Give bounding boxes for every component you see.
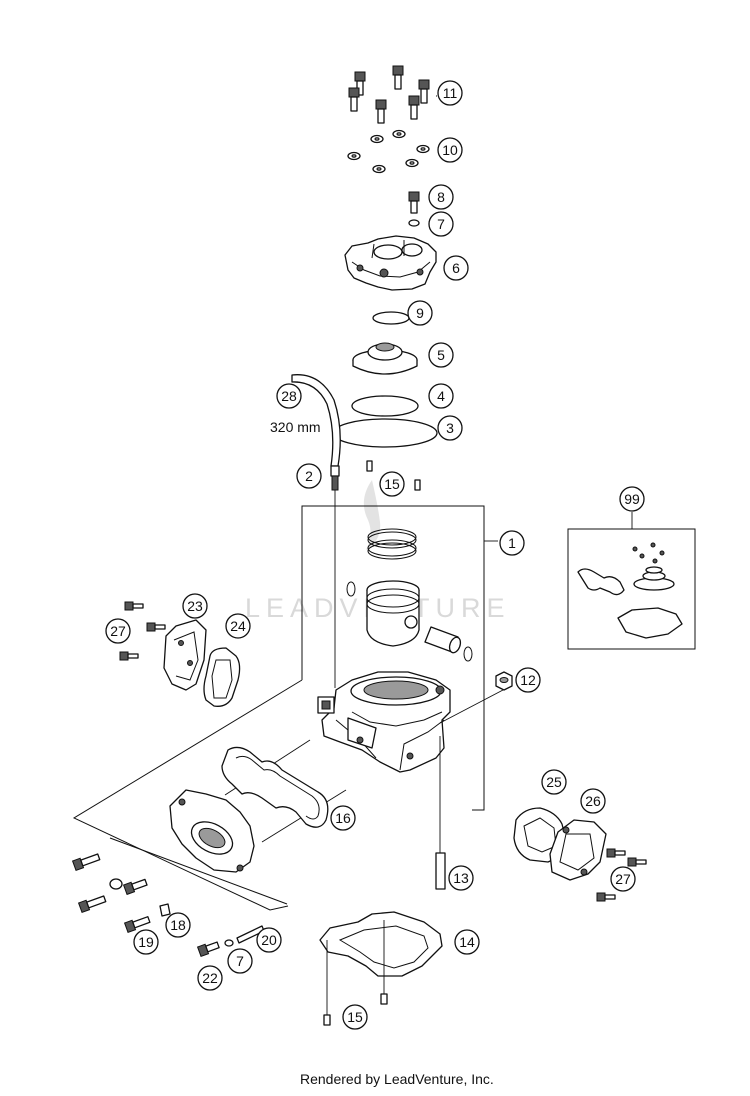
svg-text:18: 18 (170, 917, 186, 933)
cover-screws (119, 601, 166, 661)
gasket-kit-box (567, 512, 696, 650)
side-screws (596, 848, 647, 902)
clip (159, 903, 171, 917)
callout-11: 11 (437, 80, 463, 106)
callout-7b: 7 (227, 948, 253, 974)
svg-text:22: 22 (202, 970, 218, 986)
callout-22: 22 (197, 965, 223, 991)
callout-9: 9 (407, 300, 433, 326)
callout-99: 99 (619, 486, 645, 512)
bolts (71, 853, 220, 958)
o-ring-small (351, 395, 419, 417)
circlip (463, 646, 473, 662)
callout-14: 14 (454, 929, 480, 955)
callout-15b: 15 (342, 1004, 368, 1030)
svg-text:99: 99 (624, 491, 640, 507)
callout-6: 6 (443, 255, 469, 281)
svg-text:3: 3 (446, 420, 454, 436)
svg-text:24: 24 (230, 618, 246, 634)
svg-text:16: 16 (335, 810, 351, 826)
callout-25: 25 (541, 769, 567, 795)
piston-group-bracket (301, 505, 498, 811)
reed-gasket (221, 746, 329, 828)
hose-length-label: 320 mm (270, 419, 321, 435)
svg-text:11: 11 (443, 85, 458, 101)
dowel-pin (366, 460, 373, 472)
callout-28: 28 (276, 383, 302, 409)
svg-text:2: 2 (305, 468, 313, 484)
callout-5: 5 (428, 342, 454, 368)
stud-bolt (435, 689, 504, 890)
svg-text:10: 10 (442, 142, 458, 158)
callout-7: 7 (428, 211, 454, 237)
callout-20: 20 (256, 927, 282, 953)
callout-16: 16 (330, 805, 356, 831)
dowel-pin (414, 479, 421, 491)
callout-4: 4 (428, 383, 454, 409)
svg-text:20: 20 (261, 932, 277, 948)
cover-gasket (203, 647, 241, 707)
cylinder (317, 671, 451, 773)
svg-text:9: 9 (416, 305, 424, 321)
svg-text:13: 13 (453, 870, 469, 886)
footer-credit: Rendered by LeadVenture, Inc. (300, 1071, 494, 1087)
exhaust-cover (163, 619, 207, 691)
callout-19: 19 (133, 929, 159, 955)
svg-text:23: 23 (187, 598, 203, 614)
side-cover (549, 819, 607, 881)
callout-27: 27 (105, 618, 131, 644)
svg-text:1: 1 (508, 535, 516, 551)
svg-text:8: 8 (437, 189, 445, 205)
piston (366, 580, 420, 647)
callout-26: 26 (580, 788, 606, 814)
svg-text:15: 15 (384, 476, 400, 492)
callout-13: 13 (448, 865, 474, 891)
svg-text:27: 27 (110, 623, 126, 639)
combustion-chamber-insert (352, 342, 418, 375)
svg-text:19: 19 (138, 934, 154, 950)
cylinder-head (344, 235, 437, 291)
piston-pin (424, 626, 462, 654)
piston-rings (367, 528, 417, 560)
svg-text:25: 25 (546, 774, 562, 790)
callout-1: 1 (499, 530, 525, 556)
callout-3: 3 (437, 415, 463, 441)
callout-23: 23 (182, 593, 208, 619)
washers (347, 129, 430, 174)
svg-text:7: 7 (437, 216, 445, 232)
svg-text:4: 4 (437, 388, 445, 404)
callout-27b: 27 (610, 866, 636, 892)
svg-text:7: 7 (236, 953, 244, 969)
svg-text:5: 5 (437, 347, 445, 363)
cylinder-head-bolts (348, 65, 430, 124)
washer (224, 939, 234, 947)
callout-12: 12 (515, 667, 541, 693)
hose-fitting (330, 465, 340, 688)
o-ring (372, 311, 410, 325)
svg-text:14: 14 (459, 934, 475, 950)
nut (495, 671, 513, 691)
intake-manifold (169, 789, 255, 873)
callout-15: 15 (379, 471, 405, 497)
callout-2: 2 (296, 463, 322, 489)
callout-18: 18 (165, 912, 191, 938)
svg-text:28: 28 (281, 388, 297, 404)
callout-10: 10 (437, 137, 463, 163)
svg-text:26: 26 (585, 793, 601, 809)
svg-text:27: 27 (615, 871, 631, 887)
circlip (346, 581, 356, 597)
callout-24: 24 (225, 613, 251, 639)
plug-screw (408, 191, 420, 227)
svg-text:12: 12 (520, 672, 536, 688)
svg-text:6: 6 (452, 260, 460, 276)
clamp (109, 878, 123, 890)
callout-8: 8 (428, 184, 454, 210)
o-ring-large (332, 418, 438, 448)
svg-text:15: 15 (347, 1009, 363, 1025)
base-gasket (319, 911, 443, 1026)
